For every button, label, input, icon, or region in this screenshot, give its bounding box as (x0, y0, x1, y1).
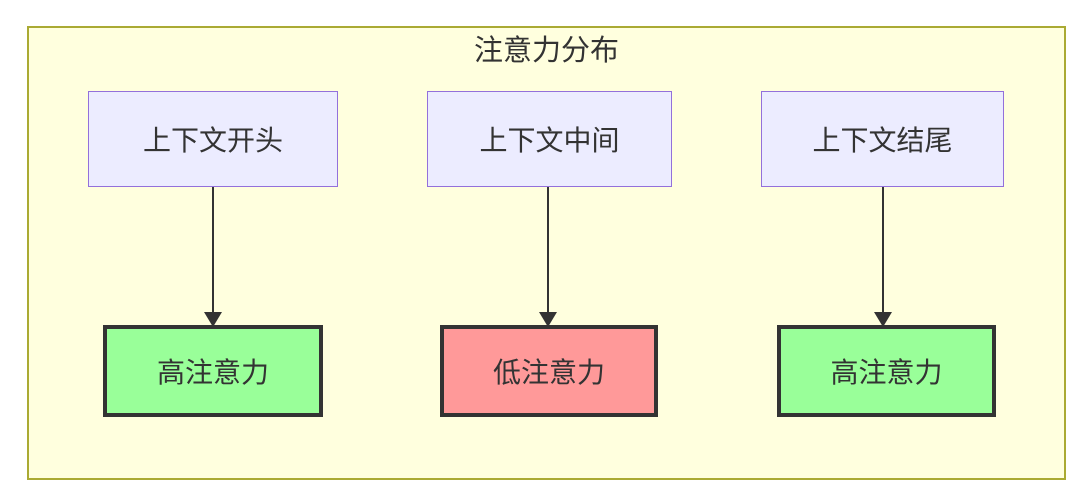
edge-end-to-high-line (881, 187, 884, 313)
context-end-label: 上下文结尾 (812, 125, 953, 156)
high-attention-label-right: 高注意力 (830, 357, 943, 388)
context-start-node: 上下文开头 (88, 91, 338, 187)
arrow-down-icon (204, 312, 222, 327)
context-start-label: 上下文开头 (142, 125, 283, 156)
diagram-title: 注意力分布 (473, 35, 619, 67)
edge-middle-to-low-line (546, 187, 549, 313)
context-middle-node: 上下文中间 (427, 91, 672, 187)
arrow-down-icon (539, 312, 557, 327)
context-middle-label: 上下文中间 (479, 125, 620, 156)
high-attention-label-left: 高注意力 (156, 357, 269, 388)
context-end-node: 上下文结尾 (761, 91, 1004, 187)
low-attention-label: 低注意力 (492, 357, 605, 388)
low-attention-node: 低注意力 (440, 325, 658, 417)
arrow-down-icon (874, 312, 892, 327)
edge-start-to-high-line (211, 187, 214, 313)
high-attention-node-left: 高注意力 (103, 325, 323, 417)
high-attention-node-right: 高注意力 (777, 325, 996, 417)
